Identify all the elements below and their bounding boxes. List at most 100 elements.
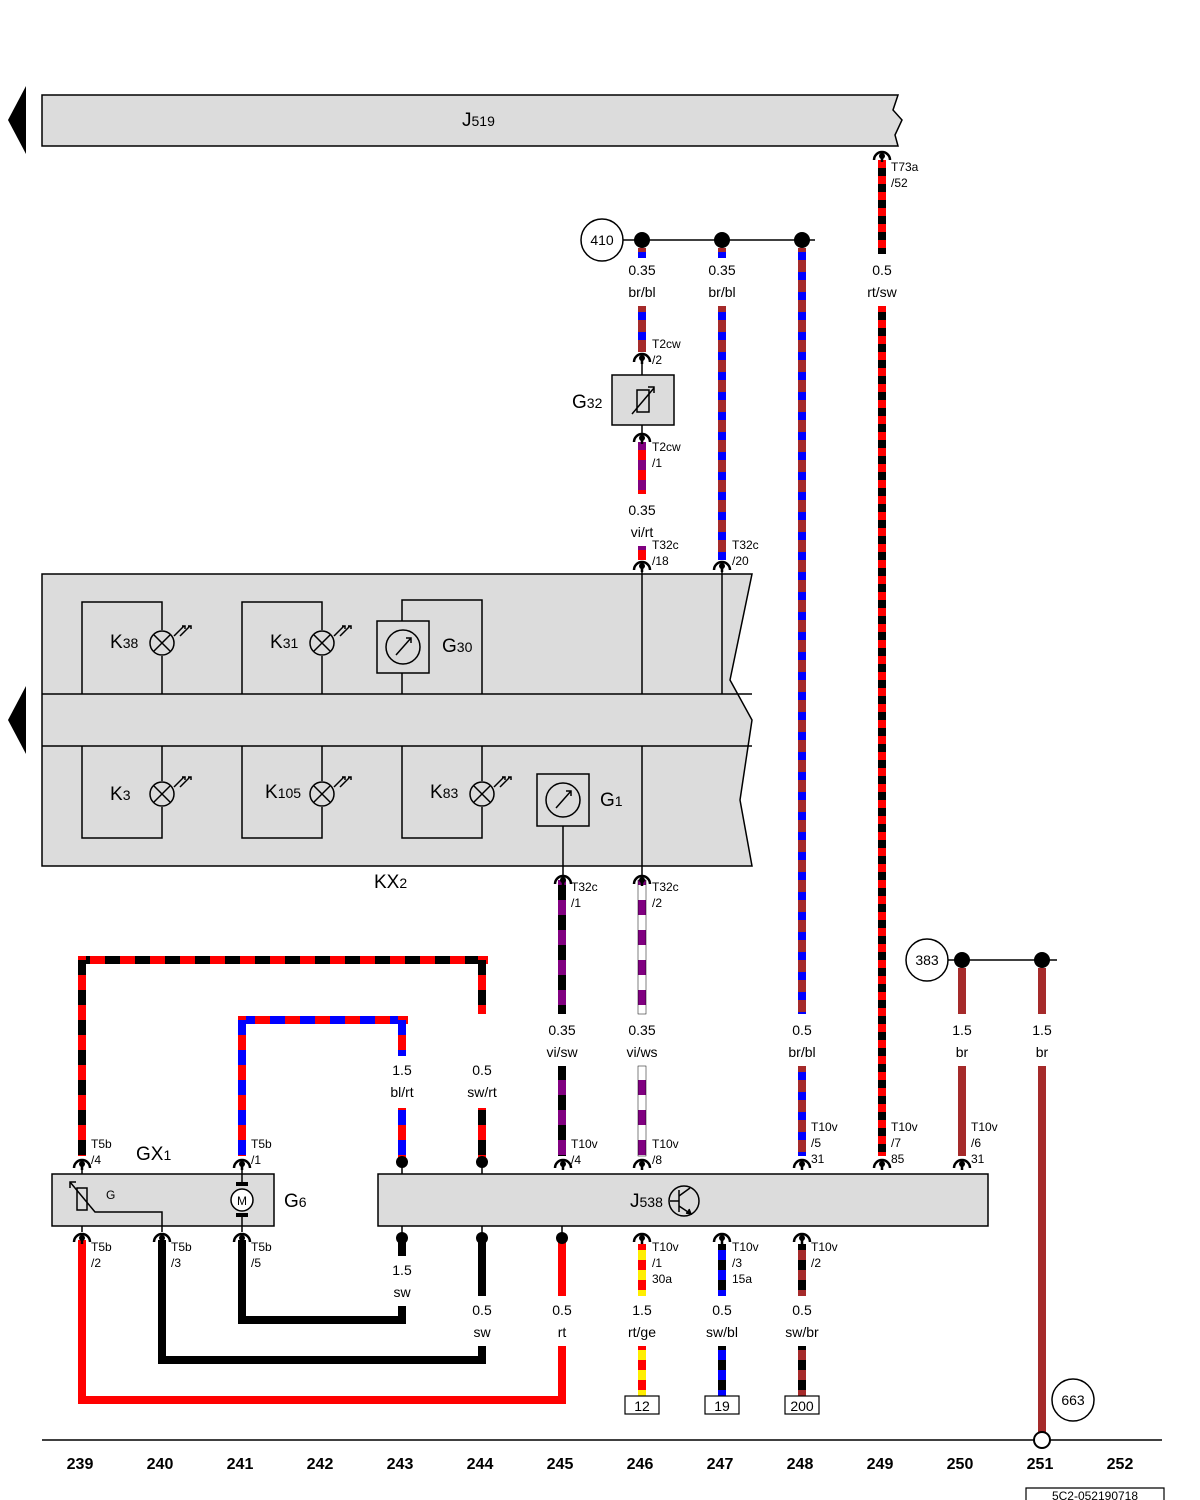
j538-module xyxy=(377,1173,989,1227)
conn-t5b-4: T5b/4 xyxy=(91,1137,112,1167)
k3-label: K3 xyxy=(110,784,131,805)
k83-label: K83 xyxy=(430,782,458,803)
continuation-arrow-middle xyxy=(8,686,26,754)
k105-lamp xyxy=(241,746,352,839)
bus-410-node-3 xyxy=(794,232,810,248)
ref-box-19-label: 19 xyxy=(714,1398,730,1414)
connector-pin-dot-3 xyxy=(639,563,645,569)
j538-label: J538 xyxy=(630,1191,663,1212)
wire-t32c1-t10v4 xyxy=(558,880,566,1014)
g6-m-label: M xyxy=(237,1194,247,1208)
wire-t10v2-200 xyxy=(798,1244,806,1296)
column-number-246: 246 xyxy=(627,1456,654,1473)
conn-t10v-4: T10v/4 xyxy=(571,1137,598,1167)
wire-g6-right-v xyxy=(398,1016,406,1056)
g1-label: G1 xyxy=(600,790,623,811)
wire-g6-right-v-b xyxy=(398,1108,406,1158)
wire-j519-t10v7-b xyxy=(878,306,886,1156)
wire-410-t32c20-b xyxy=(718,306,726,560)
column-number-243: 243 xyxy=(387,1456,414,1473)
wire-410-t32c20 xyxy=(718,248,726,258)
wire-gx1-right-v xyxy=(478,956,486,1014)
wire-383-663-b xyxy=(1038,1066,1046,1432)
g1-gauge xyxy=(536,746,643,876)
connector-pin-dot-5 xyxy=(560,877,566,883)
gx1-g-label: G xyxy=(106,1188,115,1202)
conn-t10v-2: T10v/2 xyxy=(811,1240,838,1270)
connector-pin-dot-17 xyxy=(639,1235,645,1241)
conn-t2cw-2: T2cw/2 xyxy=(652,337,681,367)
column-number-241: 241 xyxy=(227,1456,254,1473)
conn-t5b-5: T5b/5 xyxy=(251,1240,272,1270)
connector-pin-dot-19 xyxy=(799,1235,805,1241)
j519-label: J519 xyxy=(462,110,495,131)
gx1-sender-symbol xyxy=(69,1162,163,1232)
conn-t10v-8: T10v/8 xyxy=(652,1137,679,1167)
wire-383-t10v6-b xyxy=(958,1066,966,1156)
column-number-251: 251 xyxy=(1027,1456,1054,1473)
kx2-label: KX2 xyxy=(374,872,407,893)
column-number-249: 249 xyxy=(867,1456,894,1473)
ref-663: 663 xyxy=(1061,1392,1085,1408)
bus-383-node-1 xyxy=(954,952,970,968)
k3-lamp xyxy=(81,746,192,839)
connector-pin-dot-1 xyxy=(639,355,645,361)
wire-410-g32-b xyxy=(638,306,646,352)
connector-pin-dot-13 xyxy=(959,1161,965,1167)
ref-663-circle xyxy=(1051,1378,1095,1422)
bus-383-node-2 xyxy=(1034,952,1050,968)
connector-pin-dot-7 xyxy=(79,1161,85,1167)
k31-lamp xyxy=(241,601,352,694)
connector-pin-dot-0 xyxy=(879,153,885,159)
transistor-icon xyxy=(668,1185,700,1217)
conn-t32c-2: T32c/2 xyxy=(652,880,679,910)
conn-t5b-1: T5b/1 xyxy=(251,1137,272,1167)
ref-410: 410 xyxy=(590,232,614,248)
wire-t10v3-19 xyxy=(718,1244,726,1296)
wire-t32c1-t10v4-b xyxy=(558,1066,566,1156)
ref-box-200 xyxy=(784,1395,820,1415)
connector-pin-dot-9 xyxy=(560,1161,566,1167)
connector-pin-dot-18 xyxy=(719,1235,725,1241)
k38-lamp xyxy=(81,601,192,694)
k38-label: K38 xyxy=(110,632,138,653)
wire-g6-left-v xyxy=(238,1016,246,1156)
k31-label: K31 xyxy=(270,632,298,653)
continuation-arrow-top xyxy=(8,86,26,154)
g30-gauge xyxy=(376,599,483,694)
ref-box-200-label: 200 xyxy=(790,1398,814,1414)
footer-ref-frame xyxy=(1025,1487,1165,1500)
wire-gx1-right-v-b xyxy=(478,1108,486,1158)
column-number-247: 247 xyxy=(707,1456,734,1473)
ref-box-12 xyxy=(624,1395,660,1415)
wire-t10v1-12 xyxy=(638,1244,646,1296)
g32-label: G32 xyxy=(572,392,603,413)
column-number-245: 245 xyxy=(547,1456,574,1473)
ground-point-251 xyxy=(1033,1431,1051,1449)
connector-pins xyxy=(72,150,972,1244)
ref-box-19 xyxy=(704,1395,740,1415)
conn-t5b-3: T5b/3 xyxy=(171,1240,192,1270)
wire-t5b5-j538 xyxy=(238,1240,406,1324)
g6-label: G6 xyxy=(284,1191,307,1212)
connector-pin-dot-14 xyxy=(79,1235,85,1241)
bus-410-node-1 xyxy=(634,232,650,248)
wire-gx1-left-v xyxy=(78,956,86,1156)
wire-t5b2-j538 xyxy=(78,1240,566,1404)
column-number-240: 240 xyxy=(147,1456,174,1473)
conn-t73a: T73a/52 xyxy=(891,160,919,190)
